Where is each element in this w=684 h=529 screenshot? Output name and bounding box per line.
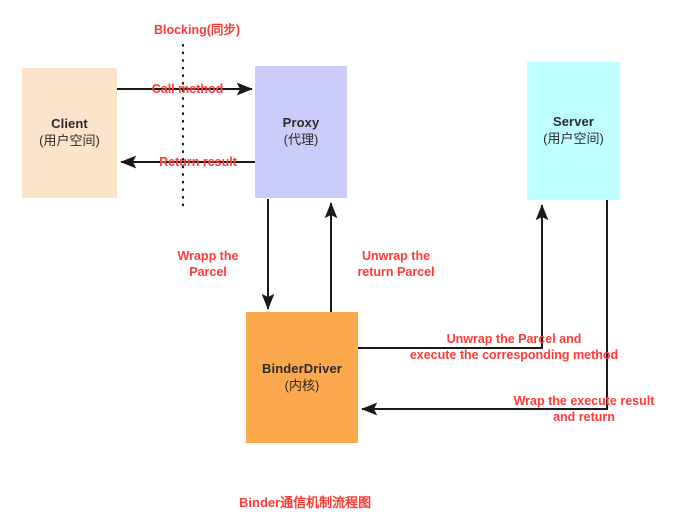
node-proxy[interactable]: Proxy (代理) (255, 66, 347, 198)
node-server[interactable]: Server (用户空间) (527, 62, 620, 200)
node-server-subtitle: (用户空间) (543, 131, 604, 146)
node-client[interactable]: Client (用户空间) (22, 68, 117, 198)
label-wrapp-the-parcel: Wrapp the Parcel (177, 249, 239, 279)
label-unwrap-execute-method: Unwrap the Parcel and execute the corres… (409, 332, 619, 362)
node-client-title: Client (51, 116, 88, 132)
node-binderdriver-title: BinderDriver (262, 360, 342, 376)
diagram-title: Binder通信机制流程图 (239, 495, 372, 510)
node-proxy-subtitle: (代理) (283, 132, 319, 147)
node-binderdriver[interactable]: BinderDriver (内核) (246, 312, 358, 443)
label-blocking: Blocking(同步) (153, 23, 241, 37)
node-proxy-title: Proxy (282, 115, 320, 131)
node-binderdriver-subtitle: (内核) (284, 377, 320, 393)
node-client-subtitle: (用户空间) (39, 133, 100, 148)
label-unwrap-return-parcel: Unwrap the return Parcel (357, 249, 435, 279)
label-call-method: Call method (151, 82, 224, 96)
label-return-result: Return result (159, 155, 237, 169)
edge-wrap-execute-result (361, 200, 608, 416)
label-wrap-execute-result: Wrap the execute result and return (513, 394, 655, 424)
node-server-title: Server (552, 114, 595, 130)
